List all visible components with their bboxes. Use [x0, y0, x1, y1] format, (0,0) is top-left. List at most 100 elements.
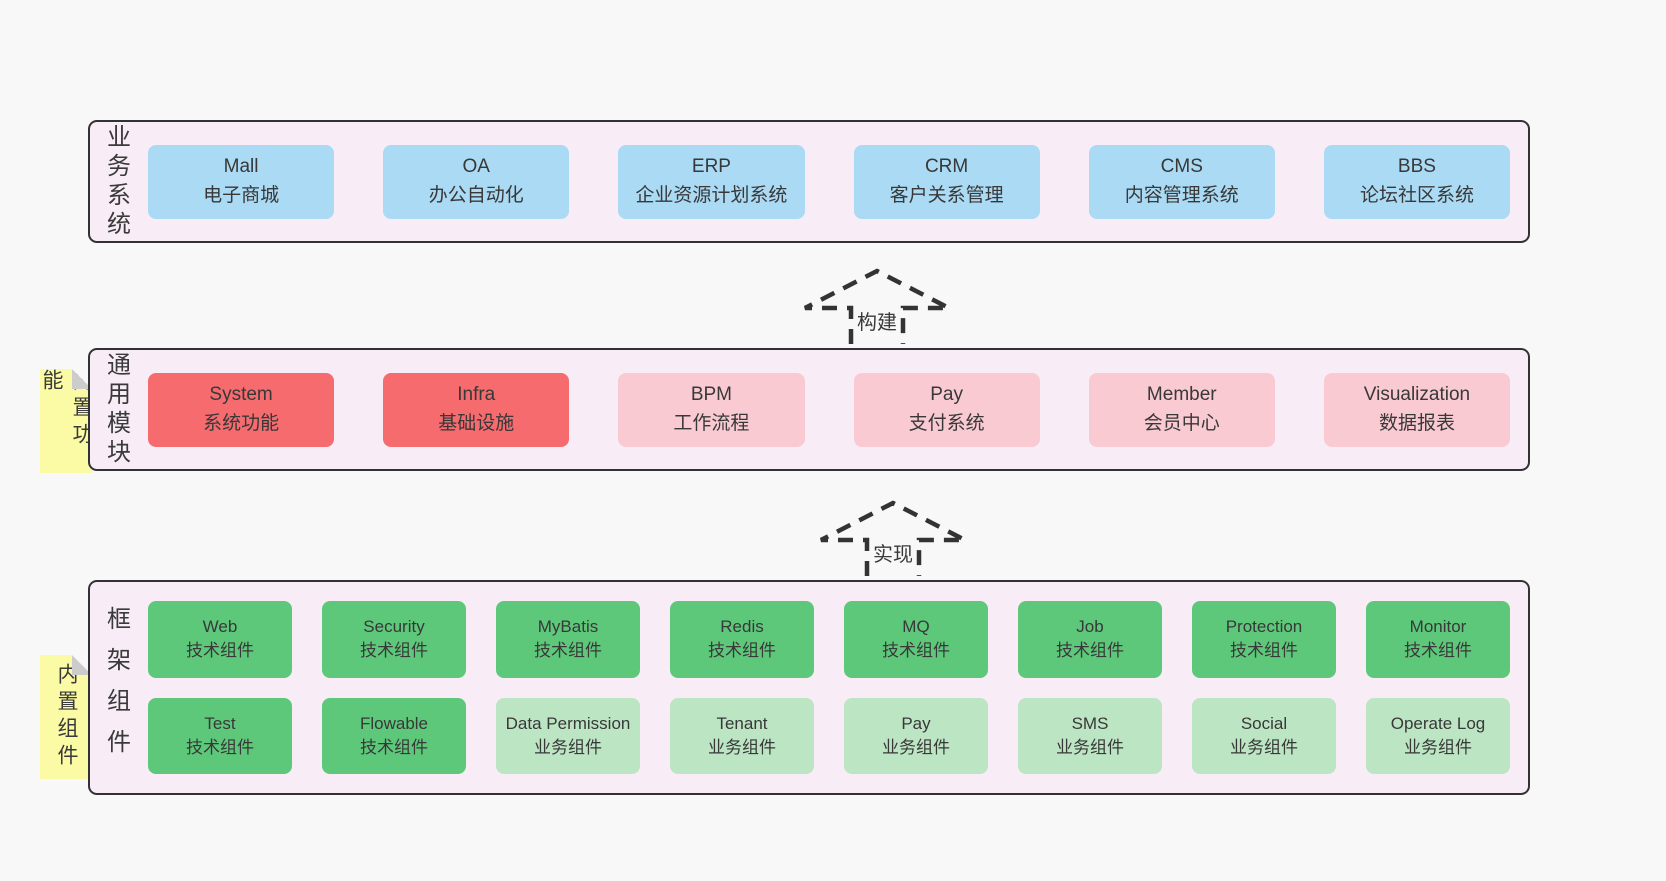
box-pay-system: Pay 支付系统: [853, 372, 1040, 447]
box-desc: 会员中心: [1143, 412, 1220, 434]
box-infra: Infra 基础设施: [383, 372, 570, 447]
box-desc: 技术组件: [708, 641, 776, 661]
box-name: Pay: [930, 384, 963, 405]
box-bbs: BBS 论坛社区系统: [1323, 144, 1511, 219]
box-desc: 技术组件: [1056, 641, 1124, 661]
box-name: Protection: [1225, 617, 1303, 637]
box-desc: 业务组件: [1230, 737, 1298, 757]
box-data-permission: Data Permission 业务组件: [496, 697, 640, 774]
box-name: Redis: [720, 617, 764, 637]
box-desc: 基础设施: [438, 412, 515, 434]
box-desc: 业务组件: [882, 737, 950, 757]
build-arrow: 构建: [802, 268, 952, 344]
box-test: Test 技术组件: [148, 697, 292, 774]
box-mybatis: MyBatis 技术组件: [496, 601, 640, 678]
box-desc: 技术组件: [186, 641, 254, 661]
panel-label-modules: 通用模块: [102, 351, 130, 468]
box-name: Mall: [223, 156, 259, 177]
panel-framework-components: 框架组件 Web 技术组件 Security 技术组件 MyBatis 技术组件…: [88, 580, 1530, 795]
box-monitor: Monitor 技术组件: [1366, 601, 1510, 678]
box-name: System: [209, 384, 273, 405]
box-desc: 技术组件: [1404, 641, 1472, 661]
box-name: Job: [1076, 617, 1104, 637]
box-redis: Redis 技术组件: [670, 601, 814, 678]
box-web: Web 技术组件: [148, 601, 292, 678]
box-desc: 业务组件: [1056, 737, 1124, 757]
box-oa: OA 办公自动化: [383, 144, 570, 219]
box-desc: 技术组件: [1230, 641, 1298, 661]
box-desc: 工作流程: [673, 412, 750, 434]
box-cms: CMS 内容管理系统: [1088, 144, 1275, 219]
box-desc: 客户关系管理: [889, 184, 1004, 206]
box-desc: 技术组件: [186, 737, 254, 757]
box-desc: 内容管理系统: [1124, 184, 1239, 206]
box-visualization: Visualization 数据报表: [1323, 372, 1511, 447]
box-name: Pay: [901, 713, 931, 733]
box-desc: 支付系统: [908, 412, 985, 434]
box-desc: 电子商城: [203, 184, 280, 206]
box-desc: 办公自动化: [428, 184, 524, 206]
panel-common-modules: 通用模块 System 系统功能 Infra 基础设施 BPM 工作流程 Pay…: [88, 348, 1530, 471]
box-social: Social 业务组件: [1192, 697, 1336, 774]
box-operate-log: Operate Log 业务组件: [1366, 697, 1510, 774]
box-crm: CRM 客户关系管理: [853, 144, 1040, 219]
build-arrow-label: 构建: [854, 306, 900, 335]
components-grid: Web 技术组件 Security 技术组件 MyBatis 技术组件 Redi…: [142, 582, 1528, 793]
modules-box-row: System 系统功能 Infra 基础设施 BPM 工作流程 Pay 支付系统…: [142, 350, 1528, 469]
box-pay-component: Pay 业务组件: [844, 697, 988, 774]
sticky-note-built-in-components: 内置组件: [40, 655, 92, 779]
box-name: Security: [363, 617, 425, 637]
box-desc: 数据报表: [1378, 412, 1455, 434]
box-flowable: Flowable 技术组件: [322, 697, 466, 774]
box-name: Web: [202, 617, 238, 637]
box-name: CRM: [924, 156, 969, 177]
box-name: Member: [1146, 384, 1217, 405]
box-desc: 技术组件: [360, 737, 428, 757]
box-name: Visualization: [1363, 384, 1471, 405]
box-name: ERP: [691, 156, 731, 177]
sticky-note-built-in-features: 内置功能: [40, 369, 92, 473]
box-name: Operate Log: [1390, 713, 1486, 733]
box-tenant: Tenant 业务组件: [670, 697, 814, 774]
box-name: Tenant: [716, 713, 768, 733]
box-bpm: BPM 工作流程: [618, 372, 805, 447]
panel-business-systems: 业务系统 Mall 电子商城 OA 办公自动化 ERP 企业资源计划系统 CRM…: [88, 120, 1530, 243]
box-mq: MQ 技术组件: [844, 601, 988, 678]
box-name: Infra: [457, 384, 496, 405]
box-desc: 企业资源计划系统: [635, 184, 788, 206]
panel-label-business: 业务系统: [102, 123, 130, 240]
box-member: Member 会员中心: [1088, 372, 1275, 447]
box-sms: SMS 业务组件: [1018, 697, 1162, 774]
box-name: Monitor: [1409, 617, 1467, 637]
implement-arrow: 实现: [818, 500, 968, 576]
business-box-row: Mall 电子商城 OA 办公自动化 ERP 企业资源计划系统 CRM 客户关系…: [142, 122, 1528, 241]
box-system: System 系统功能: [148, 372, 335, 447]
box-desc: 论坛社区系统: [1359, 184, 1474, 206]
box-name: BPM: [690, 384, 733, 405]
box-mall: Mall 电子商城: [148, 144, 335, 219]
note-text: 内置组件: [55, 663, 78, 771]
box-desc: 业务组件: [708, 737, 776, 757]
box-desc: 技术组件: [882, 641, 950, 661]
box-name: Flowable: [359, 713, 429, 733]
box-desc: 技术组件: [360, 641, 428, 661]
box-name: CMS: [1160, 156, 1203, 177]
box-security: Security 技术组件: [322, 601, 466, 678]
box-name: Test: [204, 713, 236, 733]
panel-label-components: 框架组件: [102, 605, 130, 770]
box-protection: Protection 技术组件: [1192, 601, 1336, 678]
box-name: Social: [1240, 713, 1288, 733]
box-job: Job 技术组件: [1018, 601, 1162, 678]
implement-arrow-label: 实现: [870, 538, 916, 567]
note-text: 内置功能: [40, 369, 93, 450]
box-desc: 技术组件: [534, 641, 602, 661]
box-name: BBS: [1397, 156, 1436, 177]
box-name: MQ: [902, 617, 930, 637]
box-desc: 系统功能: [203, 412, 280, 434]
box-desc: 业务组件: [1404, 737, 1472, 757]
box-name: MyBatis: [537, 617, 599, 637]
box-name: SMS: [1071, 713, 1109, 733]
box-desc: 业务组件: [534, 737, 602, 757]
box-name: OA: [462, 156, 490, 177]
box-erp: ERP 企业资源计划系统: [618, 144, 805, 219]
